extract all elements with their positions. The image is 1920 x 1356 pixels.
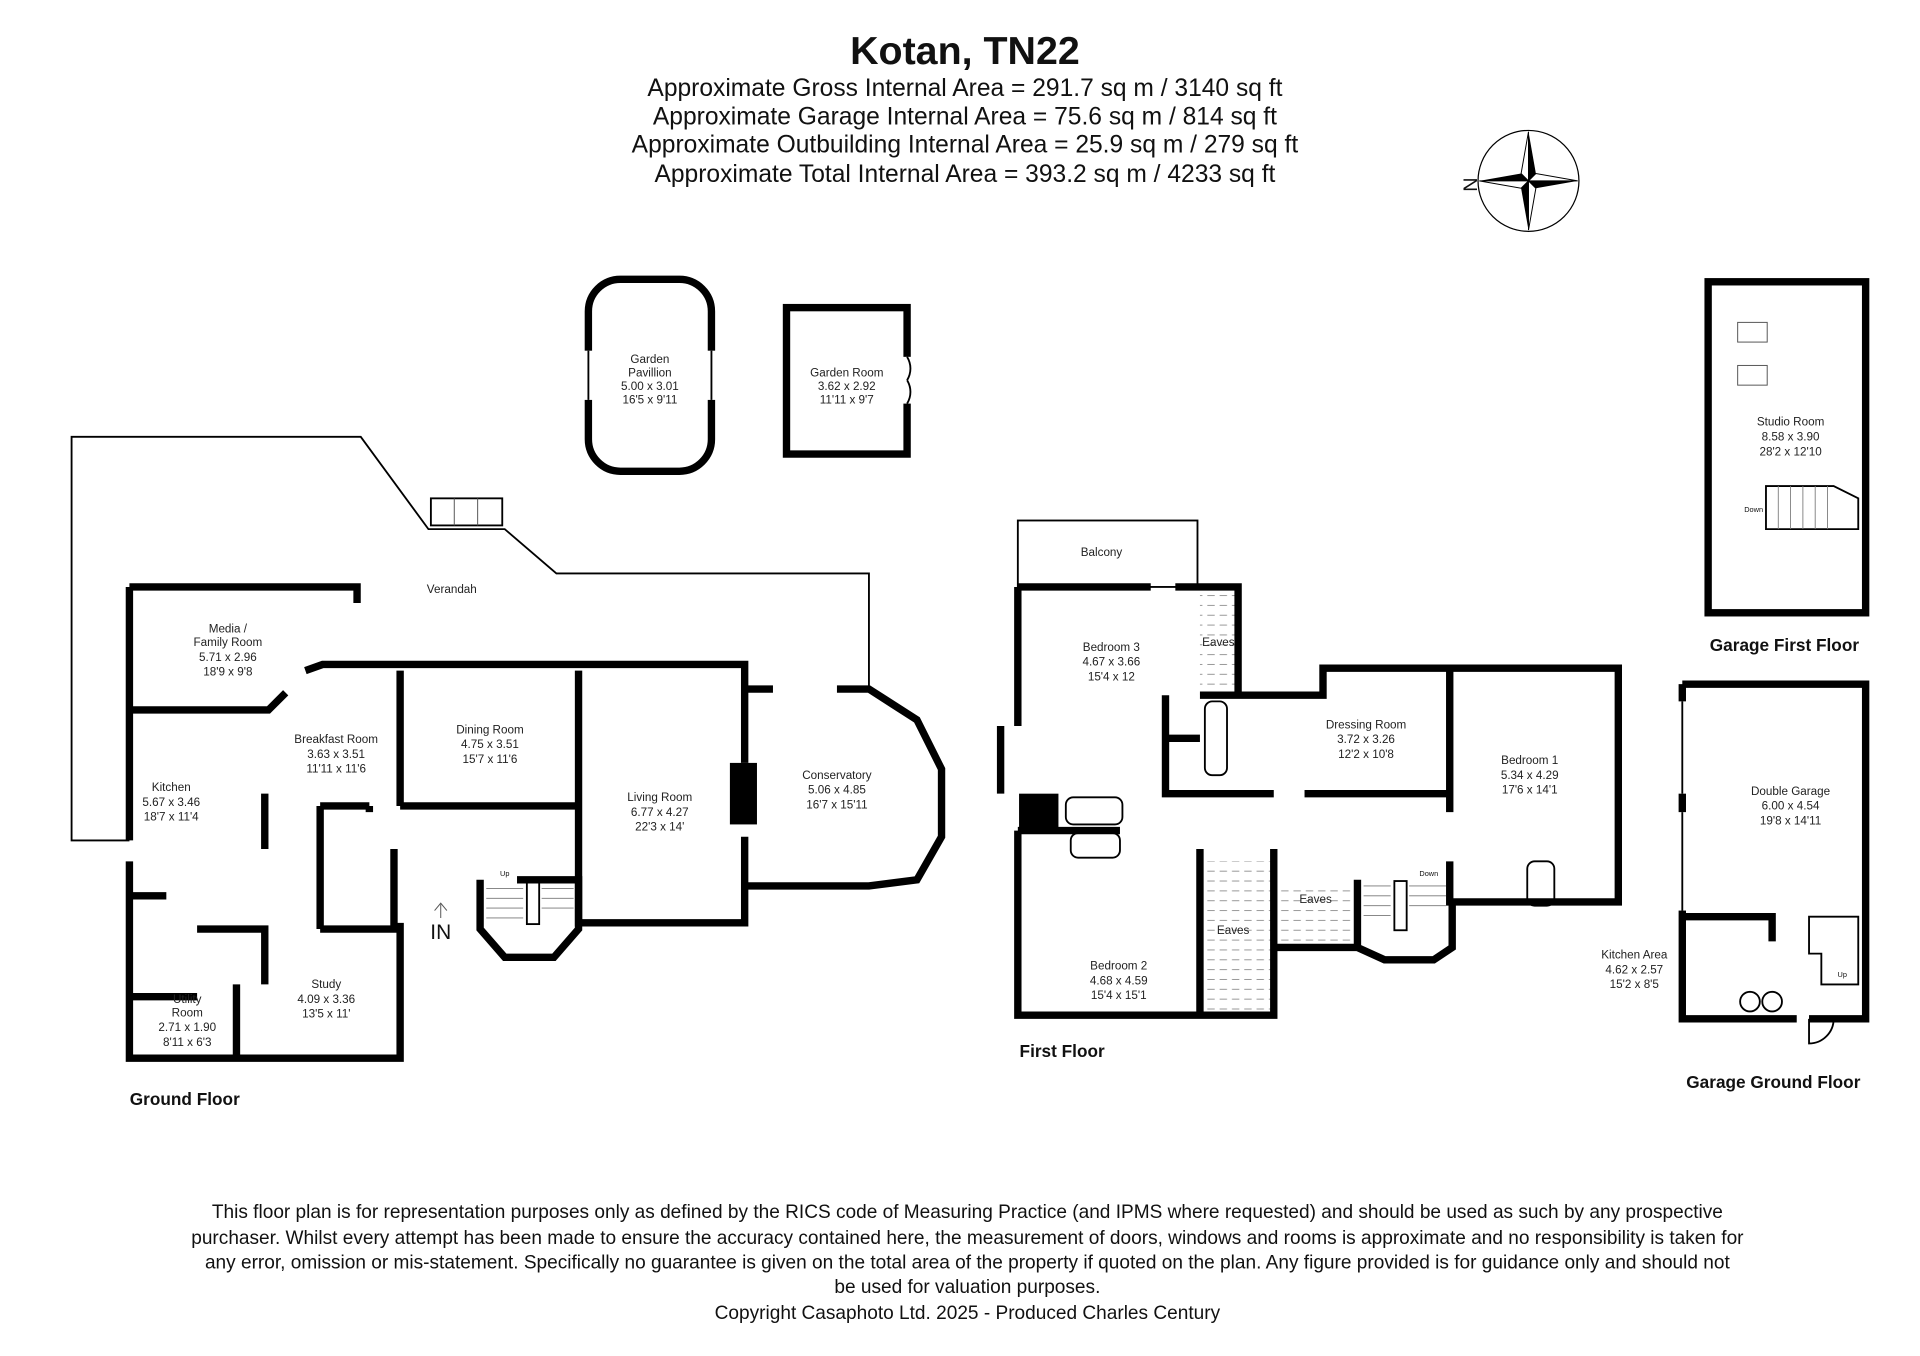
garage-first-floor-label: Garage First Floor [1710,635,1860,655]
room-imperial: 28'2 x 12'10 [1759,445,1822,458]
room-name: Kitchen [152,781,191,794]
room-name: Bedroom 3 [1083,641,1140,654]
room-name: Bedroom 1 [1501,754,1558,767]
room-name: Garden [630,353,669,366]
room-metric: 4.09 x 3.36 [297,993,355,1006]
room-imperial: 19'8 x 14'11 [1760,814,1821,827]
room-name: Room [172,1006,203,1019]
garden-room [782,303,913,458]
room-name: Double Garage [1751,785,1830,798]
room-metric: 5.00 x 3.01 [621,380,679,393]
room-metric: 6.77 x 4.27 [631,806,689,819]
room-imperial: 11'11 x 11'6 [306,763,366,776]
room-name: Living Room [627,791,692,804]
room-metric: 5.67 x 3.46 [142,796,200,809]
room-name: Dressing Room [1326,718,1406,731]
outbuilding-area: Approximate Outbuilding Internal Area = … [632,132,1299,159]
ground-floor-label: Ground Floor [130,1089,240,1109]
room-metric: 5.71 x 2.96 [199,651,257,664]
plan-title: Kotan, TN22 [850,29,1080,73]
room-imperial: 15'2 x 8'5 [1610,978,1659,991]
room-name: Conservatory [802,769,872,782]
ground-floor-plan [70,435,946,1062]
room-metric: 6.00 x 4.54 [1762,800,1820,813]
room-imperial: 18'9 x 9'8 [203,666,252,679]
room-metric: 2.71 x 1.90 [158,1021,216,1034]
room-name: Media / [209,622,248,635]
compass-north-label: N [1458,177,1480,191]
garage-ground-floor-plan [1677,680,1870,1045]
room-metric: 4.62 x 2.57 [1605,963,1663,976]
room-metric: 4.68 x 4.59 [1090,974,1148,987]
room-imperial: 12'2 x 10'8 [1338,748,1394,761]
room-imperial: 18'7 x 11'4 [144,811,199,824]
copyright: Copyright Casaphoto Ltd. 2025 - Produced… [715,1303,1221,1324]
room-metric: 3.62 x 2.92 [818,380,876,393]
room-imperial: 13'5 x 11' [302,1008,350,1021]
room-imperial: 15'4 x 15'1 [1091,989,1147,1002]
eaves-label: Eaves [1299,893,1332,906]
room-imperial: 16'7 x 15'11 [806,798,867,811]
stairs-label: Down [1744,505,1763,514]
room-name: Balcony [1081,546,1123,559]
total-area: Approximate Total Internal Area = 393.2 … [654,161,1275,188]
room-metric: 5.34 x 4.29 [1501,769,1559,782]
room-imperial: 16'5 x 9'11 [622,394,677,407]
room-imperial: 17'6 x 14'1 [1502,784,1558,797]
room-imperial: 8'11 x 6'3 [163,1036,211,1049]
garage-first-floor-plan [1704,278,1870,617]
eaves-label: Eaves [1202,636,1235,649]
disclaimer-line: purchaser. Whilst every attempt has been… [191,1228,1744,1249]
room-imperial: 15'4 x 12 [1088,670,1135,683]
entrance-label: IN [430,921,451,944]
disclaimer-line: any error, omission or mis-statement. Sp… [205,1253,1731,1274]
room-imperial: 11'11 x 9'7 [820,394,874,407]
room-metric: 5.06 x 4.85 [808,784,866,797]
room-name: Pavillion [628,367,671,380]
disclaimer-line: be used for valuation purposes. [834,1277,1100,1298]
gross-area: Approximate Gross Internal Area = 291.7 … [647,75,1282,102]
room-metric: 3.63 x 3.51 [307,748,365,761]
room-name: Verandah [427,583,477,596]
room-metric: 3.72 x 3.26 [1337,733,1395,746]
stairs-label: Down [1419,869,1438,878]
room-imperial: 15'7 x 11'6 [463,753,518,766]
room-metric: 4.75 x 3.51 [461,738,519,751]
room-imperial: 22'3 x 14' [635,821,684,834]
eaves-label: Eaves [1217,924,1250,937]
stairs-label: Up [1838,970,1847,979]
room-name: Study [311,978,341,991]
stairs-label: Up [500,869,509,878]
disclaimer-line: This floor plan is for representation pu… [212,1202,1723,1223]
room-metric: 4.67 x 3.66 [1082,656,1140,669]
room-name: Breakfast Room [294,733,378,746]
entrance-arrow-icon [434,902,448,918]
first-floor-label: First Floor [1020,1041,1105,1061]
room-name: Kitchen Area [1601,949,1668,962]
room-metric: 8.58 x 3.90 [1762,431,1820,444]
room-name: Utility [173,993,202,1006]
room-name: Dining Room [456,723,523,736]
room-name: Family Room [193,636,262,649]
garage-ground-floor-label: Garage Ground Floor [1686,1072,1860,1092]
room-name: Garden Room [810,367,883,380]
room-name: Bedroom 2 [1090,960,1147,973]
compass-rose-icon [1477,129,1580,232]
room-name: Studio Room [1757,416,1824,429]
first-floor-plan [996,519,1623,1019]
garage-area: Approximate Garage Internal Area = 75.6 … [653,103,1277,130]
garden-pavillion [583,275,717,475]
